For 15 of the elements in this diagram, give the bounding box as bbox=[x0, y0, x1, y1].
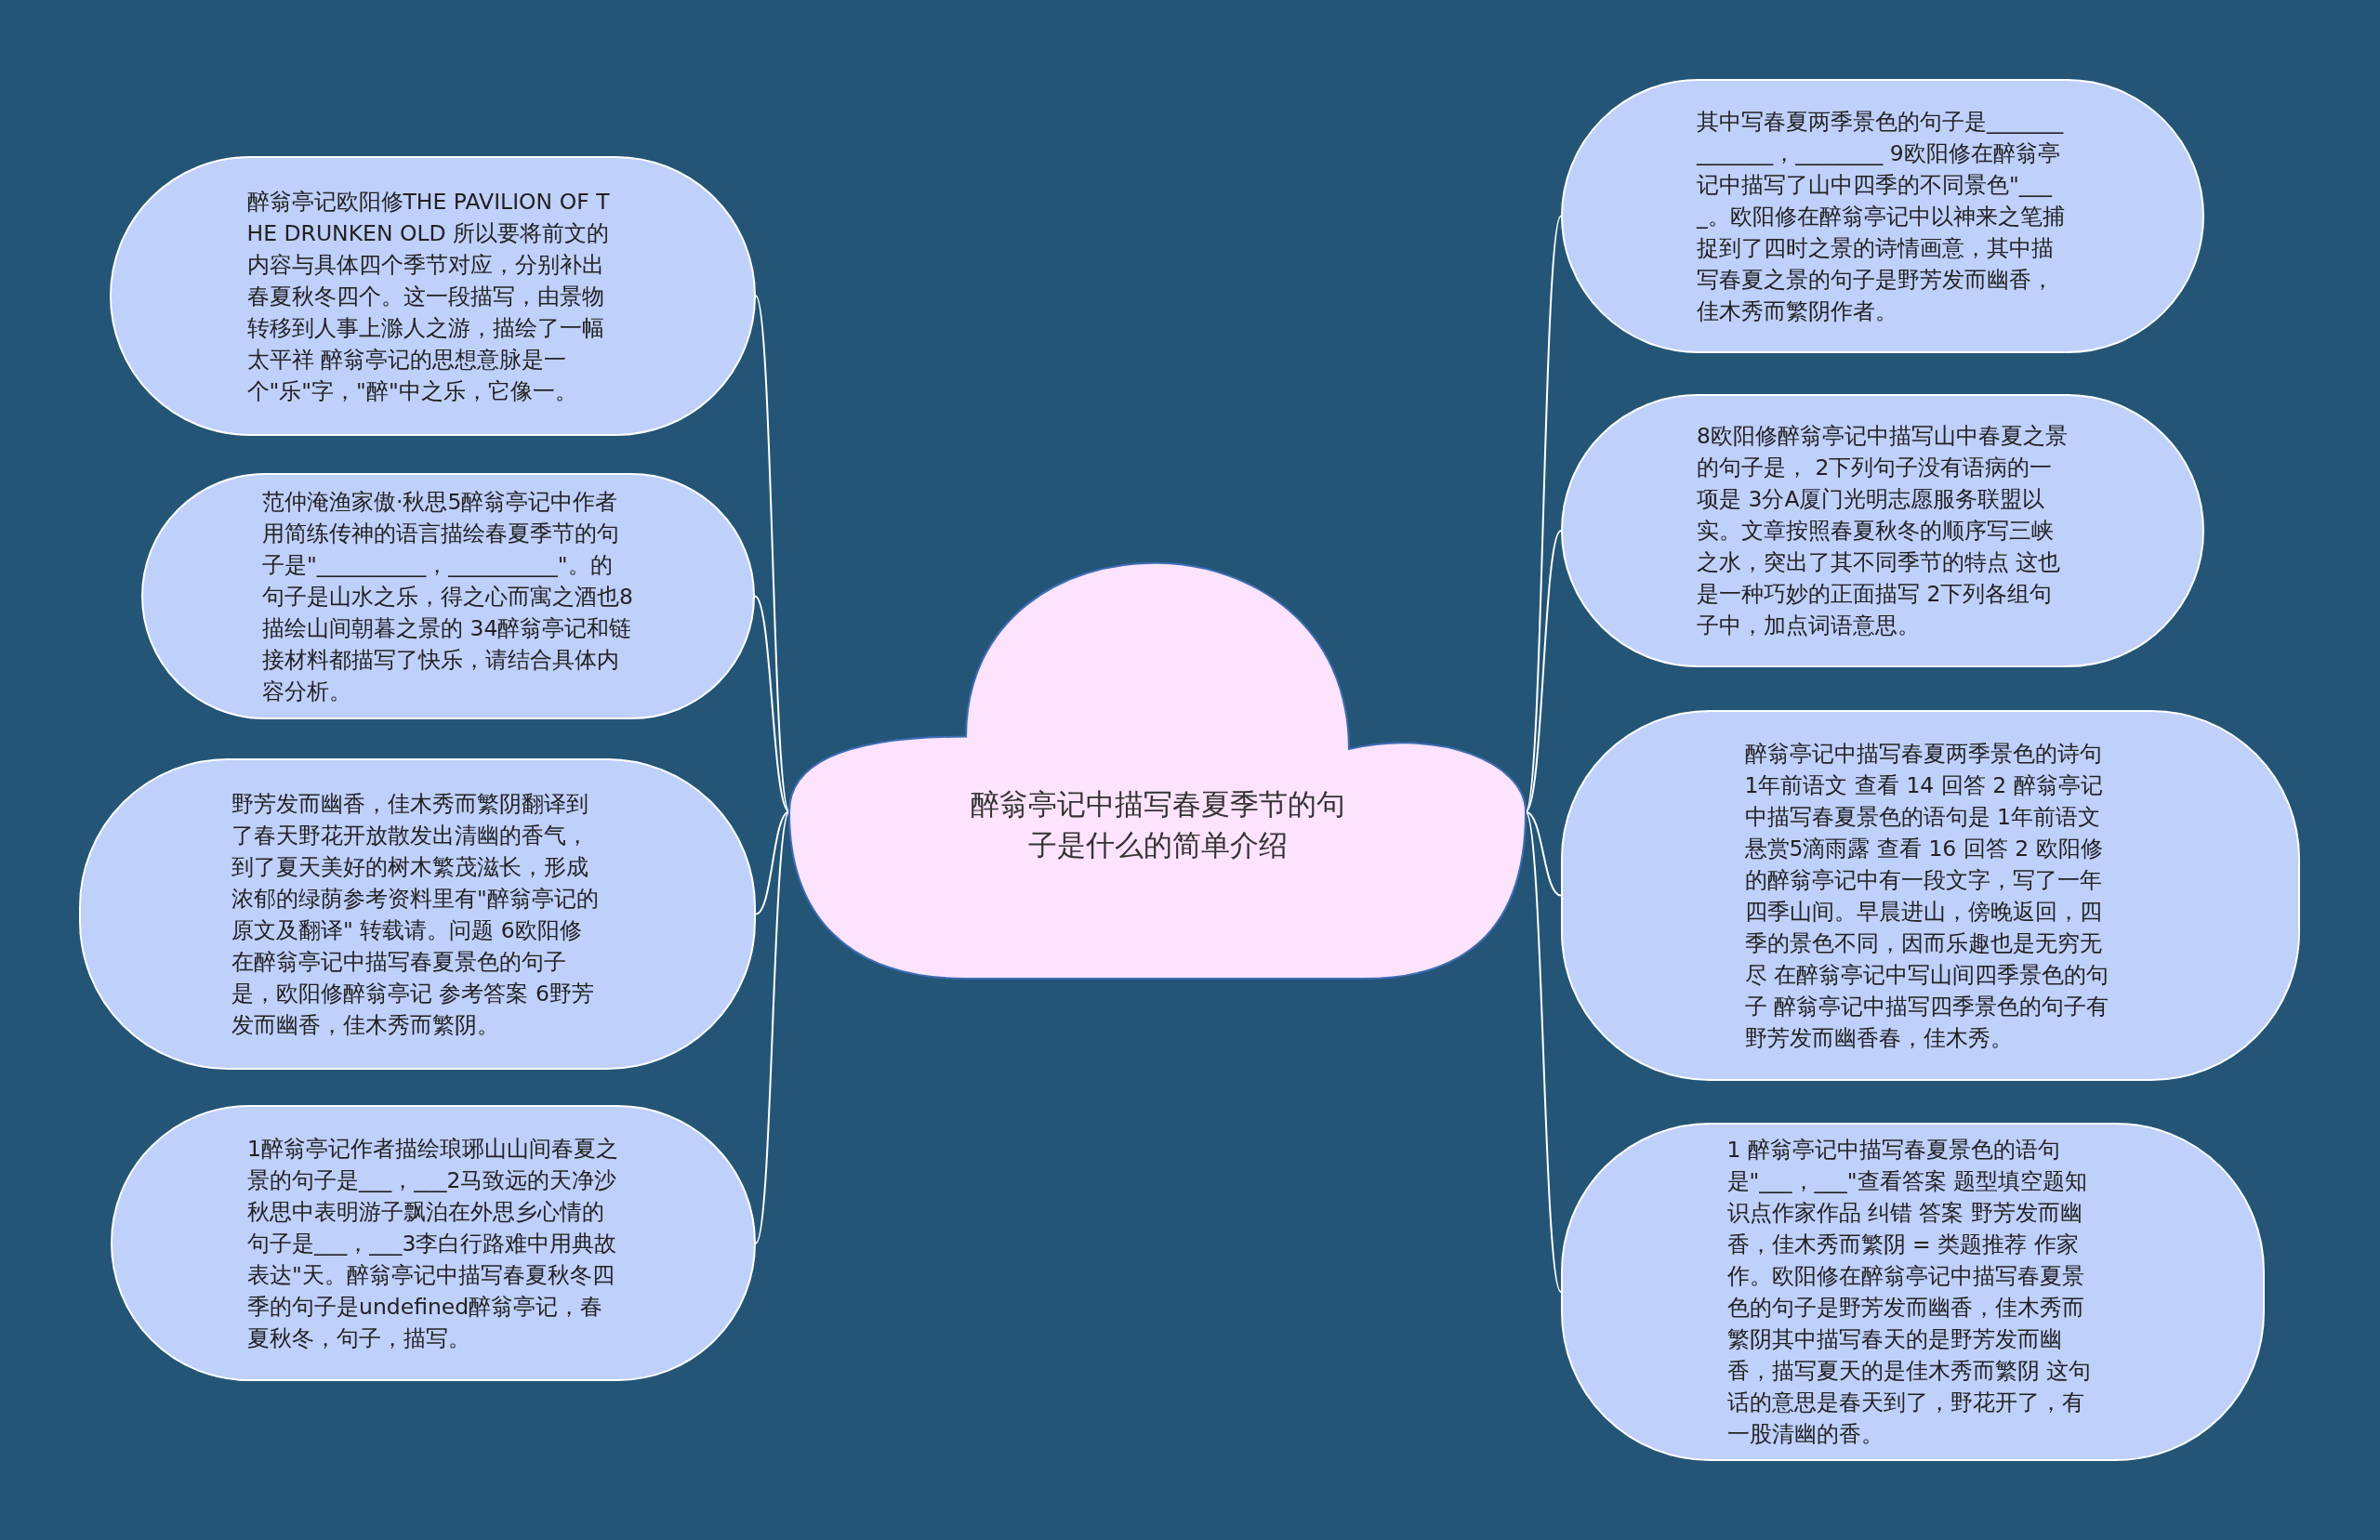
topic-text: 醉翁亭记中描写春夏两季景色的诗句 1年前语文 查看 14 回答 2 醉翁亭记中描写春夏景色的语句是 1年前语文悬赏5滴雨露 查看 16 回答 2 欧阳修的醉翁亭记中有一段文字，写了一年四季山间。早晨进山，傍晚返回，四季的景色不同，因而乐趣也是无穷无尽 在醉翁亭记中写山间四季景色的句子 醉翁亭记中描写四季景色的句子有野芳发而幽香春，佳木秀。 bbox=[1744, 739, 2109, 1053]
connector-line bbox=[1525, 810, 1562, 897]
connector-line bbox=[755, 810, 790, 915]
connector-line bbox=[1525, 810, 1562, 1293]
topic-text: 其中写春夏两季景色的句子是______________，________ 9欧阳修在醉翁亭记中描写了山中四季的不同景色"____。欧阳修在醉翁亭记中以神来之笔捕捉到了四时之景的诗情画意，其中描写春夏之景的句子是野芳发而幽香，佳木秀而繁阴作者。 bbox=[1697, 107, 2066, 326]
topic-text: 8欧阳修醉翁亭记中描写山中春夏之景的句子是， 2下列句子没有语病的一项是 3分A厦门光明志愿服务联盟以实。文章按照春夏秋冬的顺序写三峡之水，突出了其不同季节的特点 这也是一种巧妙的正面描写 2下列各组句子中，加点词语意思。 bbox=[1697, 422, 2069, 640]
topic-text: 醉翁亭记欧阳修THE PAVILION OF THE DRUNKEN OLD 所以要将前文的内容与具体四个季节对应，分别补出春夏秋冬四个。这一段描写，由景物转移到人事上滁人之游，描绘了一幅太平祥 醉翁亭记的思想意脉是一个"乐"字，"醉"中之乐，它像一。 bbox=[246, 187, 611, 406]
topic-text: 1醉翁亭记作者描绘琅琊山山间春夏之景的句子是___，___2马致远的天净沙秋思中表明游子飘泊在外思乡心情的句子是___，___3李白行路难中用典故表达"天。醉翁亭记中描写春夏秋冬四季的句子是undefined醉翁亭记，春夏秋冬，句子，描写。 bbox=[247, 1134, 619, 1353]
topic-text: 1 醉翁亭记中描写春夏景色的语句是"___，___"查看答案 题型填空题知识点作家作品 纠错 答案 野芳发而幽香，佳木秀而繁阴 = 类题推荐 作家作。欧阳修在醉翁亭记中描写春夏景色的句子是野芳发而幽香，佳木秀而繁阴其中描写春天的是野芳发而幽香，描写夏天的是佳木秀而繁阴 这句话的意思是春天到了，野花开了，有一股清幽的香。 bbox=[1726, 1136, 2092, 1449]
topic-text: 范仲淹渔家傲·秋思5醉翁亭记中作者用简练传神的语言描绘春夏季节的句子是"__________，__________"。的句子是山水之乐，得之心而寓之酒也8描绘山间朝暮之景的 34醉翁亭记和链接材料都描写了快乐，请结合具体内容分析。 bbox=[262, 487, 634, 706]
connector-line bbox=[1525, 530, 1562, 813]
topic-text: 野芳发而幽香，佳木秀而繁阴翻译到了春天野花开放散发出清幽的香气，到了夏天美好的树木繁茂滋长，形成浓郁的绿荫参考资料里有"醉翁亭记的原文及翻译" 转载请。问题 6欧阳修在醉翁亭记中描写春夏景色的句子是，欧阳修醉翁亭记 参考答案 6野芳发而幽香，佳木秀而繁阴。 bbox=[231, 789, 600, 1040]
connector-line bbox=[754, 595, 790, 813]
central-topic-text: 醉翁亭记中描写春夏季节的句子是什么的简单介绍 bbox=[969, 785, 1346, 863]
connector-line bbox=[755, 810, 790, 1244]
